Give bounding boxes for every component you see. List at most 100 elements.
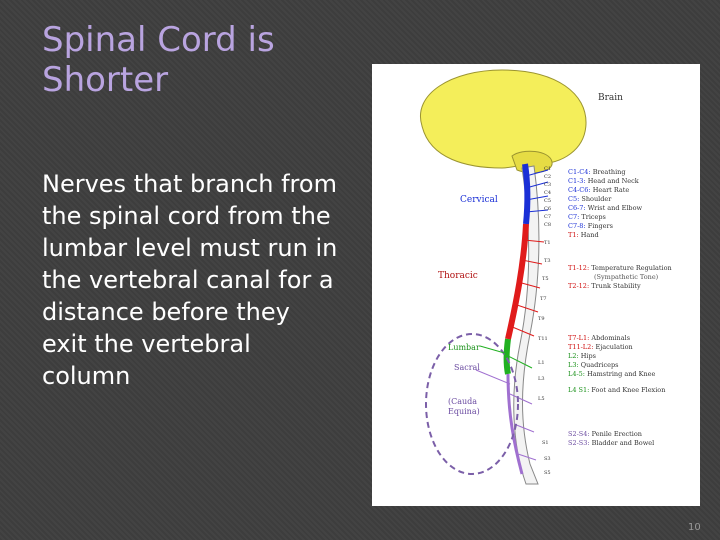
svg-text:(Sympathetic Tone): (Sympathetic Tone) xyxy=(594,273,659,281)
page-number: 10 xyxy=(688,522,701,533)
svg-text:C4-C6: Heart Rate: C4-C6: Heart Rate xyxy=(568,186,629,194)
function-text: Temperature Regulation xyxy=(591,264,671,272)
svg-text:C1-3: Head and Neck: C1-3: Head and Neck xyxy=(568,177,639,185)
spinal-cord-figure: C1 C2 C3 C4 C5 C6 C7 C8 T1 T3 T5 T7 T9 T… xyxy=(372,64,700,506)
svg-text:C5: Shoulder: C5: Shoulder xyxy=(568,195,612,203)
svg-text:T7-L1: Abdominals: T7-L1: Abdominals xyxy=(568,334,630,342)
svg-text:C8: C8 xyxy=(544,222,551,228)
spinal-cord-diagram: C1 C2 C3 C4 C5 C6 C7 C8 T1 T3 T5 T7 T9 T… xyxy=(420,69,672,485)
vertebra-level-markers: C1 C2 C3 C4 C5 C6 C7 C8 T1 T3 T5 T7 T9 T… xyxy=(538,166,551,476)
svg-text:T1: Hand: T1: Hand xyxy=(568,231,599,239)
svg-text:S5: S5 xyxy=(544,470,551,476)
svg-text:T11: T11 xyxy=(538,336,548,342)
function-level: L3: xyxy=(568,361,579,369)
lumbar-cord xyxy=(503,338,511,375)
svg-text:L3: L3 xyxy=(538,376,545,382)
svg-text:L5: L5 xyxy=(538,396,545,402)
svg-text:T3: T3 xyxy=(544,258,551,264)
svg-text:C6-7: Wrist and Elbow: C6-7: Wrist and Elbow xyxy=(568,204,642,212)
svg-text:C1-C4: Breathing: C1-C4: Breathing xyxy=(568,168,626,176)
function-text: Shoulder xyxy=(581,195,612,203)
function-text: Hamstring and Knee xyxy=(587,370,655,378)
function-text: Quadriceps xyxy=(581,361,619,369)
function-level: C5: xyxy=(568,195,579,203)
function-text: Triceps xyxy=(581,213,606,221)
function-text: Bladder and Bowel xyxy=(592,439,655,447)
sacral-connector-line xyxy=(475,369,511,385)
function-text: (Sympathetic Tone) xyxy=(594,273,659,281)
svg-text:C4: C4 xyxy=(544,190,551,196)
function-text: Foot and Knee Flexion xyxy=(591,386,665,394)
function-level: S2-S3: xyxy=(568,439,590,447)
svg-text:S1: S1 xyxy=(542,440,549,446)
function-level: L4 S1: xyxy=(568,386,589,394)
svg-text:T1-12: Temperature Regulation: T1-12: Temperature Regulation xyxy=(568,264,672,272)
sacral-label: Sacral xyxy=(454,363,480,372)
function-text: Fingers xyxy=(588,222,613,230)
function-text: Hand xyxy=(581,231,599,239)
svg-text:S3: S3 xyxy=(544,456,551,462)
function-text: Heart Rate xyxy=(593,186,630,194)
function-level: C6-7: xyxy=(568,204,586,212)
svg-text:T5: T5 xyxy=(542,276,549,282)
brain-shape xyxy=(420,69,587,169)
function-level: T1: xyxy=(568,231,579,239)
function-text: Abdominals xyxy=(590,334,630,342)
function-level: C7-8: xyxy=(568,222,586,230)
svg-text:T11-L2: Ejaculation: T11-L2: Ejaculation xyxy=(568,343,633,351)
vertebral-column-outline xyxy=(513,165,540,485)
svg-text:C7: C7 xyxy=(544,214,551,220)
function-level: C1-3: xyxy=(568,177,586,185)
svg-text:C5: C5 xyxy=(544,198,551,204)
function-text: Hips xyxy=(581,352,596,360)
slide-body-text: Nerves that branch from the spinal cord … xyxy=(42,170,338,390)
function-text: Wrist and Elbow xyxy=(588,204,643,212)
function-level: S2-S4: xyxy=(568,430,590,438)
svg-text:T9: T9 xyxy=(538,316,545,322)
function-level: T11-L2: xyxy=(568,343,593,351)
thoracic-cord xyxy=(505,223,529,340)
cauda-label-line2: Equina) xyxy=(448,407,480,416)
function-text: Penile Erection xyxy=(592,430,642,438)
svg-text:C3: C3 xyxy=(544,182,551,188)
function-level: C7: xyxy=(568,213,579,221)
function-text: Ejaculation xyxy=(596,343,633,351)
function-level: C4-C6: xyxy=(568,186,591,194)
function-level: L4-5: xyxy=(568,370,585,378)
svg-text:L1: L1 xyxy=(538,360,545,366)
lumbar-label: Lumbar xyxy=(448,343,480,352)
svg-text:C1: C1 xyxy=(544,166,551,172)
svg-text:T7: T7 xyxy=(540,296,547,302)
nerve-branches xyxy=(507,169,549,461)
svg-text:S2-S4: Penile Erection: S2-S4: Penile Erection xyxy=(568,430,642,438)
thoracic-label: Thoracic xyxy=(438,271,478,281)
function-level: T7-L1: xyxy=(568,334,589,342)
svg-text:C7: Triceps: C7: Triceps xyxy=(568,213,606,221)
svg-text:L4-5: Hamstring and Knee: L4-5: Hamstring and Knee xyxy=(568,370,655,378)
function-level: T2-12: xyxy=(568,282,589,290)
svg-text:S2-S3: Bladder and Bowel: S2-S3: Bladder and Bowel xyxy=(568,439,654,447)
svg-text:T1: T1 xyxy=(544,240,551,246)
cauda-equina xyxy=(506,373,524,475)
svg-text:C6: C6 xyxy=(544,206,551,212)
svg-text:C2: C2 xyxy=(544,174,551,180)
svg-text:T2-12: Trunk Stability: T2-12: Trunk Stability xyxy=(568,282,641,290)
function-level: L2: xyxy=(568,352,579,360)
cauda-equina-outline xyxy=(425,333,519,475)
slide-title: Spinal Cord is Shorter xyxy=(42,20,275,100)
function-text: Breathing xyxy=(593,168,626,176)
svg-text:L2: Hips: L2: Hips xyxy=(568,352,596,360)
function-level: T1-12: xyxy=(568,264,589,272)
svg-text:C7-8: Fingers: C7-8: Fingers xyxy=(568,222,613,230)
brain-label: Brain xyxy=(598,93,623,103)
cauda-label-line1: (Cauda xyxy=(448,397,477,406)
lumbar-connector-line xyxy=(479,345,509,355)
cervical-label: Cervical xyxy=(460,195,498,205)
function-labels: C1-C4: Breathing C1-3: Head and Neck C4-… xyxy=(568,168,672,447)
cervical-cord xyxy=(522,163,531,225)
svg-text:L3: Quadriceps: L3: Quadriceps xyxy=(568,361,618,369)
svg-text:L4 S1: Foot and Knee Flexion: L4 S1: Foot and Knee Flexion xyxy=(568,386,665,394)
function-level: C1-C4: xyxy=(568,168,591,176)
function-text: Head and Neck xyxy=(588,177,639,185)
